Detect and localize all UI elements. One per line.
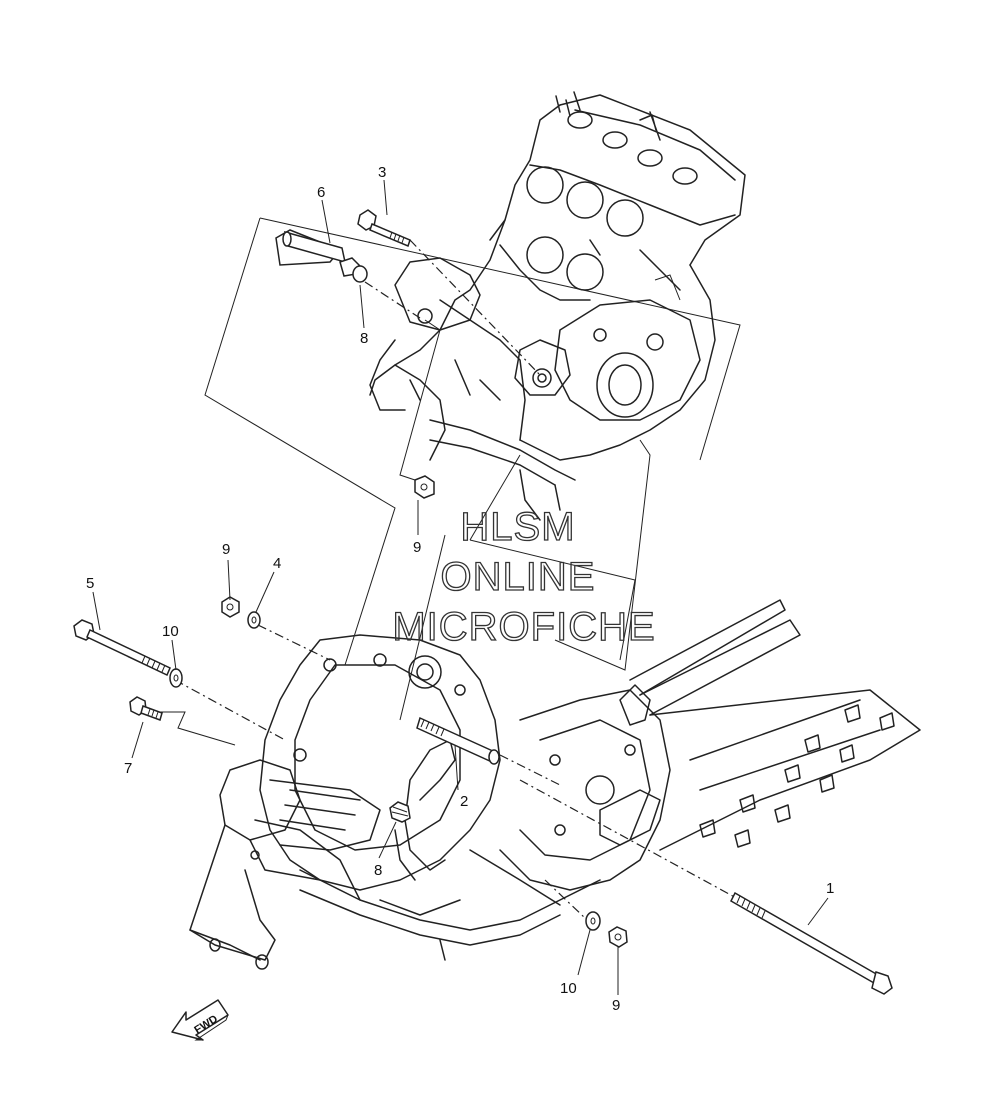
- callout-10-lower: 10: [560, 980, 577, 997]
- callout-numbers: 3 6 8 9 9 4 5 10 7 2 8 1 10 9: [86, 164, 834, 1014]
- watermark: HLSM ONLINE MICROFICHE: [392, 504, 656, 649]
- callout-6: 6: [317, 184, 325, 201]
- callout-8-lower: 8: [374, 862, 382, 879]
- leader-lines: [92, 179, 829, 995]
- damper-8-lower[interactable]: [389, 801, 411, 823]
- callout-7: 7: [124, 760, 132, 777]
- collar-6[interactable]: [275, 229, 346, 266]
- bolt-1[interactable]: [730, 891, 893, 995]
- watermark-line-2: ONLINE: [441, 555, 596, 599]
- engine-illustration: [369, 91, 746, 521]
- frame-illustration: [189, 599, 921, 970]
- bolt-7[interactable]: [129, 696, 163, 721]
- stud-2[interactable]: [416, 716, 500, 765]
- callout-3: 3: [378, 164, 386, 181]
- damper-8-top[interactable]: [339, 257, 368, 283]
- nut-9-upper[interactable]: [414, 475, 435, 499]
- callout-4: 4: [273, 555, 281, 572]
- callout-9-lower: 9: [612, 997, 620, 1014]
- watermark-line-1: HLSM: [460, 505, 575, 549]
- nut-9-lower[interactable]: [608, 926, 628, 948]
- assembly-lines: [160, 217, 741, 919]
- bolt-3[interactable]: [357, 209, 411, 248]
- washer-10-lower[interactable]: [585, 911, 601, 931]
- watermark-line-3: MICROFICHE: [392, 605, 655, 649]
- callout-2: 2: [460, 793, 468, 810]
- callout-8-top: 8: [360, 330, 368, 347]
- hardware-parts: [73, 209, 893, 995]
- bolt-5[interactable]: [73, 619, 171, 677]
- callout-1: 1: [826, 880, 834, 897]
- washer-10-left[interactable]: [169, 668, 183, 688]
- fwd-arrow: FWD: [171, 999, 229, 1041]
- callout-9-left: 9: [222, 541, 230, 558]
- callout-10-left: 10: [162, 623, 179, 640]
- fwd-arrow-icon: [171, 999, 229, 1041]
- callout-9-upper: 9: [413, 539, 421, 556]
- washer-4[interactable]: [247, 611, 261, 629]
- nut-9-left[interactable]: [221, 596, 240, 618]
- callout-5: 5: [86, 575, 94, 592]
